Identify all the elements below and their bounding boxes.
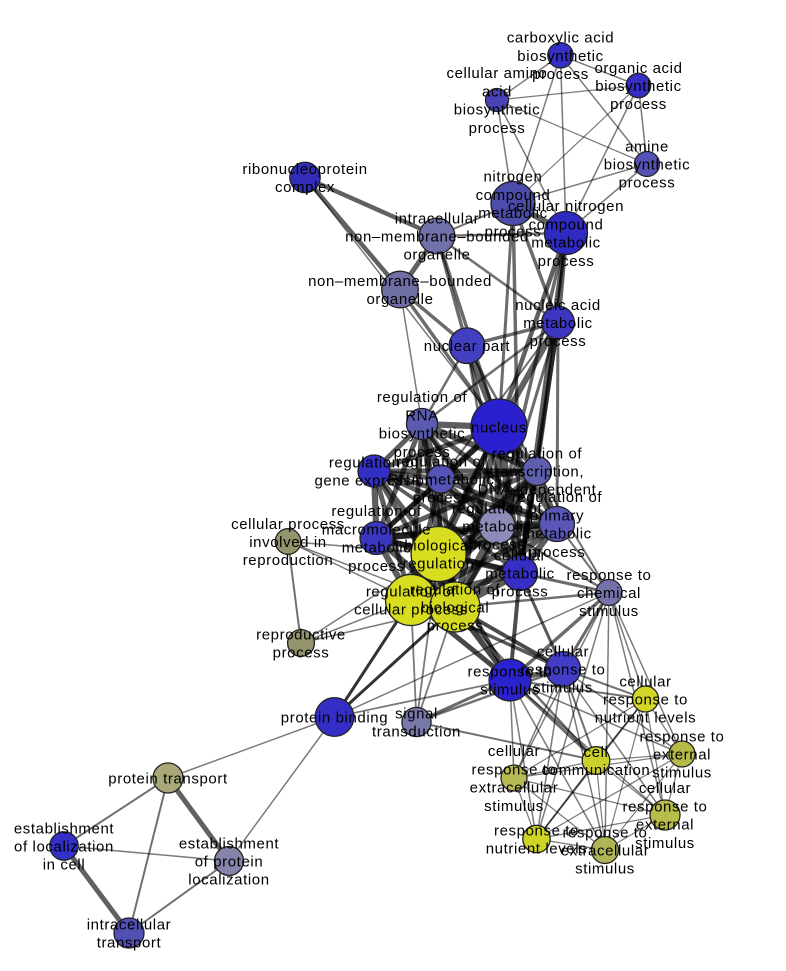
svg-text:protein transport: protein transport bbox=[108, 771, 228, 788]
svg-text:nucleus: nucleus bbox=[471, 420, 527, 437]
svg-text:protein binding: protein binding bbox=[281, 710, 388, 727]
svg-text:nuclear part: nuclear part bbox=[424, 338, 511, 355]
